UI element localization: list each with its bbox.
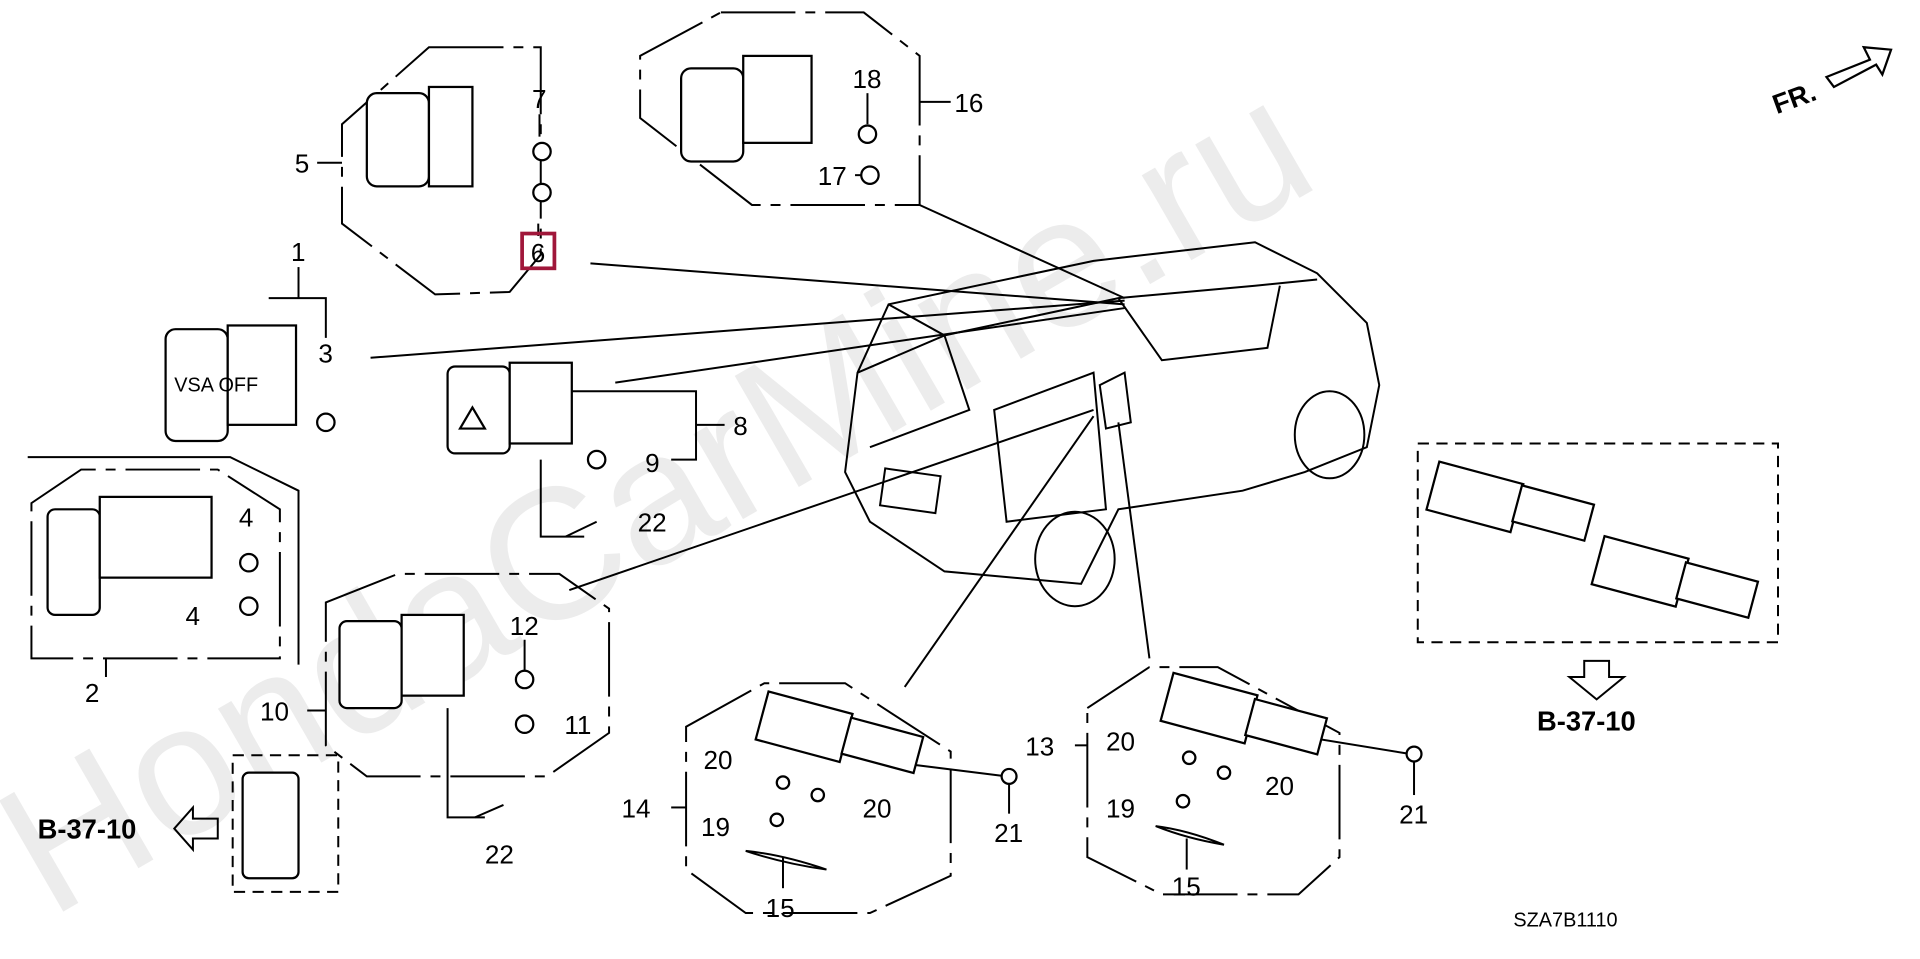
arrow-left-icon: [172, 804, 219, 853]
sensor-reference-2: [1590, 534, 1760, 620]
arrow-down-icon: [1566, 659, 1627, 701]
callout-11[interactable]: 11: [564, 710, 591, 740]
callout-6[interactable]: 6: [531, 238, 546, 268]
callout-16[interactable]: 16: [954, 88, 983, 118]
fr-label: FR.: [1768, 76, 1820, 120]
callout-3[interactable]: 3: [318, 339, 333, 369]
callout-2[interactable]: 2: [85, 678, 100, 708]
callout-20[interactable]: 20: [703, 745, 732, 775]
callout-19[interactable]: 19: [701, 812, 730, 842]
switch-10: [338, 613, 465, 710]
callout-8[interactable]: 8: [733, 411, 748, 441]
sensor-14: [754, 690, 925, 775]
group-box-14: [685, 682, 952, 915]
callout-21[interactable]: 21: [1399, 800, 1428, 830]
callout-22[interactable]: 22: [638, 508, 667, 538]
callout-15[interactable]: 15: [766, 893, 795, 923]
callout-9[interactable]: 9: [645, 448, 660, 478]
switch-5-parking-sensor: [365, 85, 474, 188]
reference-left-label[interactable]: B-37-10: [38, 814, 137, 845]
cover-part: [241, 771, 300, 880]
switch-8-hazard: [446, 361, 573, 455]
callout-19[interactable]: 19: [1106, 793, 1135, 823]
switch-16-fog-light: [680, 54, 813, 163]
sensor-13: [1159, 671, 1329, 756]
front-direction-marker: FR.: [1768, 45, 1893, 120]
switch-1-vsa-off: VSA OFF: [164, 324, 298, 443]
reference-right[interactable]: B-37-10: [1537, 659, 1636, 737]
callout-22[interactable]: 22: [485, 839, 514, 869]
group-box-13: [1086, 666, 1341, 896]
diagram-code: SZA7B1110: [1513, 910, 1617, 932]
callout-21[interactable]: 21: [994, 818, 1023, 848]
callout-10[interactable]: 10: [260, 696, 289, 726]
callout-5[interactable]: 5: [295, 149, 310, 179]
sensor-reference-1: [1425, 460, 1596, 543]
callout-20[interactable]: 20: [862, 793, 891, 823]
group-box-2-outline: [27, 456, 300, 665]
callout-12[interactable]: 12: [510, 611, 539, 641]
callout-1[interactable]: 1: [291, 237, 306, 267]
callout-15[interactable]: 15: [1172, 872, 1201, 902]
group-box-5: [340, 46, 542, 296]
reference-left[interactable]: B-37-10: [38, 804, 219, 853]
callout-17[interactable]: 17: [818, 161, 847, 191]
group-box-cover: [231, 754, 340, 893]
group-box-16: [639, 11, 921, 206]
callouts: 1 2 3 4 4 5 6 7 8 9 10 11 12 13 14 15 15…: [85, 64, 1428, 923]
callout-4[interactable]: 4: [185, 601, 200, 631]
callout-20[interactable]: 20: [1265, 771, 1294, 801]
group-box-10: [324, 572, 611, 778]
callout-20[interactable]: 20: [1106, 726, 1135, 756]
leader-lines: [104, 93, 1416, 889]
callout-13[interactable]: 13: [1025, 731, 1054, 761]
highlight-box: [520, 231, 557, 271]
screws: [239, 124, 1423, 871]
reference-right-label[interactable]: B-37-10: [1537, 705, 1636, 736]
callout-14[interactable]: 14: [621, 793, 650, 823]
callout-4[interactable]: 4: [239, 503, 254, 533]
switch-2-dual: [46, 495, 213, 617]
callout-18[interactable]: 18: [853, 64, 882, 94]
vsa-off-label: VSA OFF: [174, 374, 258, 396]
group-box-2: [30, 468, 281, 660]
callout-7[interactable]: 7: [532, 84, 547, 114]
